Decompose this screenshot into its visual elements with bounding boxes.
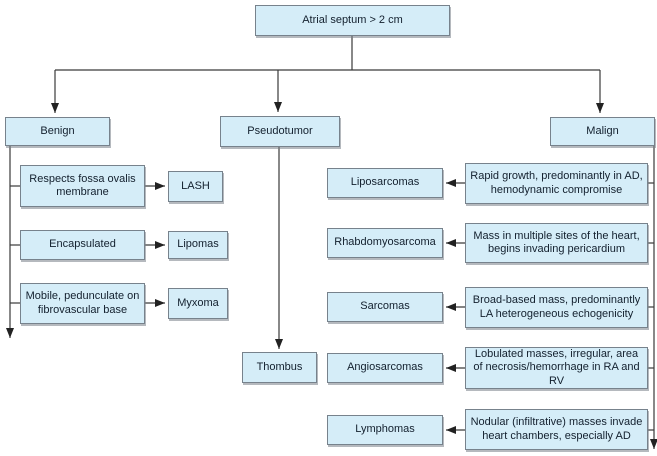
node-liposarcomas: Liposarcomas xyxy=(327,168,443,198)
node-malign-feature-5: Nodular (infiltrative) masses invade hea… xyxy=(465,409,648,450)
node-malign: Malign xyxy=(550,117,655,146)
node-lymphomas: Lymphomas xyxy=(327,415,443,445)
node-benign: Benign xyxy=(5,117,110,146)
node-pseudotumor: Pseudotumor xyxy=(220,116,340,147)
node-malign-feature-1: Rapid growth, predominantly in AD, hemod… xyxy=(465,163,648,204)
node-lash: LASH xyxy=(168,171,223,202)
node-benign-feature-3: Mobile, pedunculate on fibrovascular bas… xyxy=(20,283,145,324)
node-benign-feature-1: Respects fossa ovalis membrane xyxy=(20,165,145,207)
node-thombus: Thombus xyxy=(242,352,317,383)
node-root: Atrial septum > 2 cm xyxy=(255,5,450,36)
node-rhabdomyosarcoma: Rhabdomyosarcoma xyxy=(327,228,443,258)
node-malign-feature-3: Broad-based mass, predominantly LA heter… xyxy=(465,287,648,328)
node-lipomas: Lipomas xyxy=(168,231,228,259)
node-myxoma: Myxoma xyxy=(168,288,228,319)
node-malign-feature-2: Mass in multiple sites of the heart, beg… xyxy=(465,223,648,263)
node-angiosarcomas: Angiosarcomas xyxy=(327,353,443,383)
node-malign-feature-4: Lobulated masses, irregular, area of nec… xyxy=(465,347,648,389)
node-sarcomas: Sarcomas xyxy=(327,292,443,322)
node-benign-feature-2: Encapsulated xyxy=(20,230,145,260)
